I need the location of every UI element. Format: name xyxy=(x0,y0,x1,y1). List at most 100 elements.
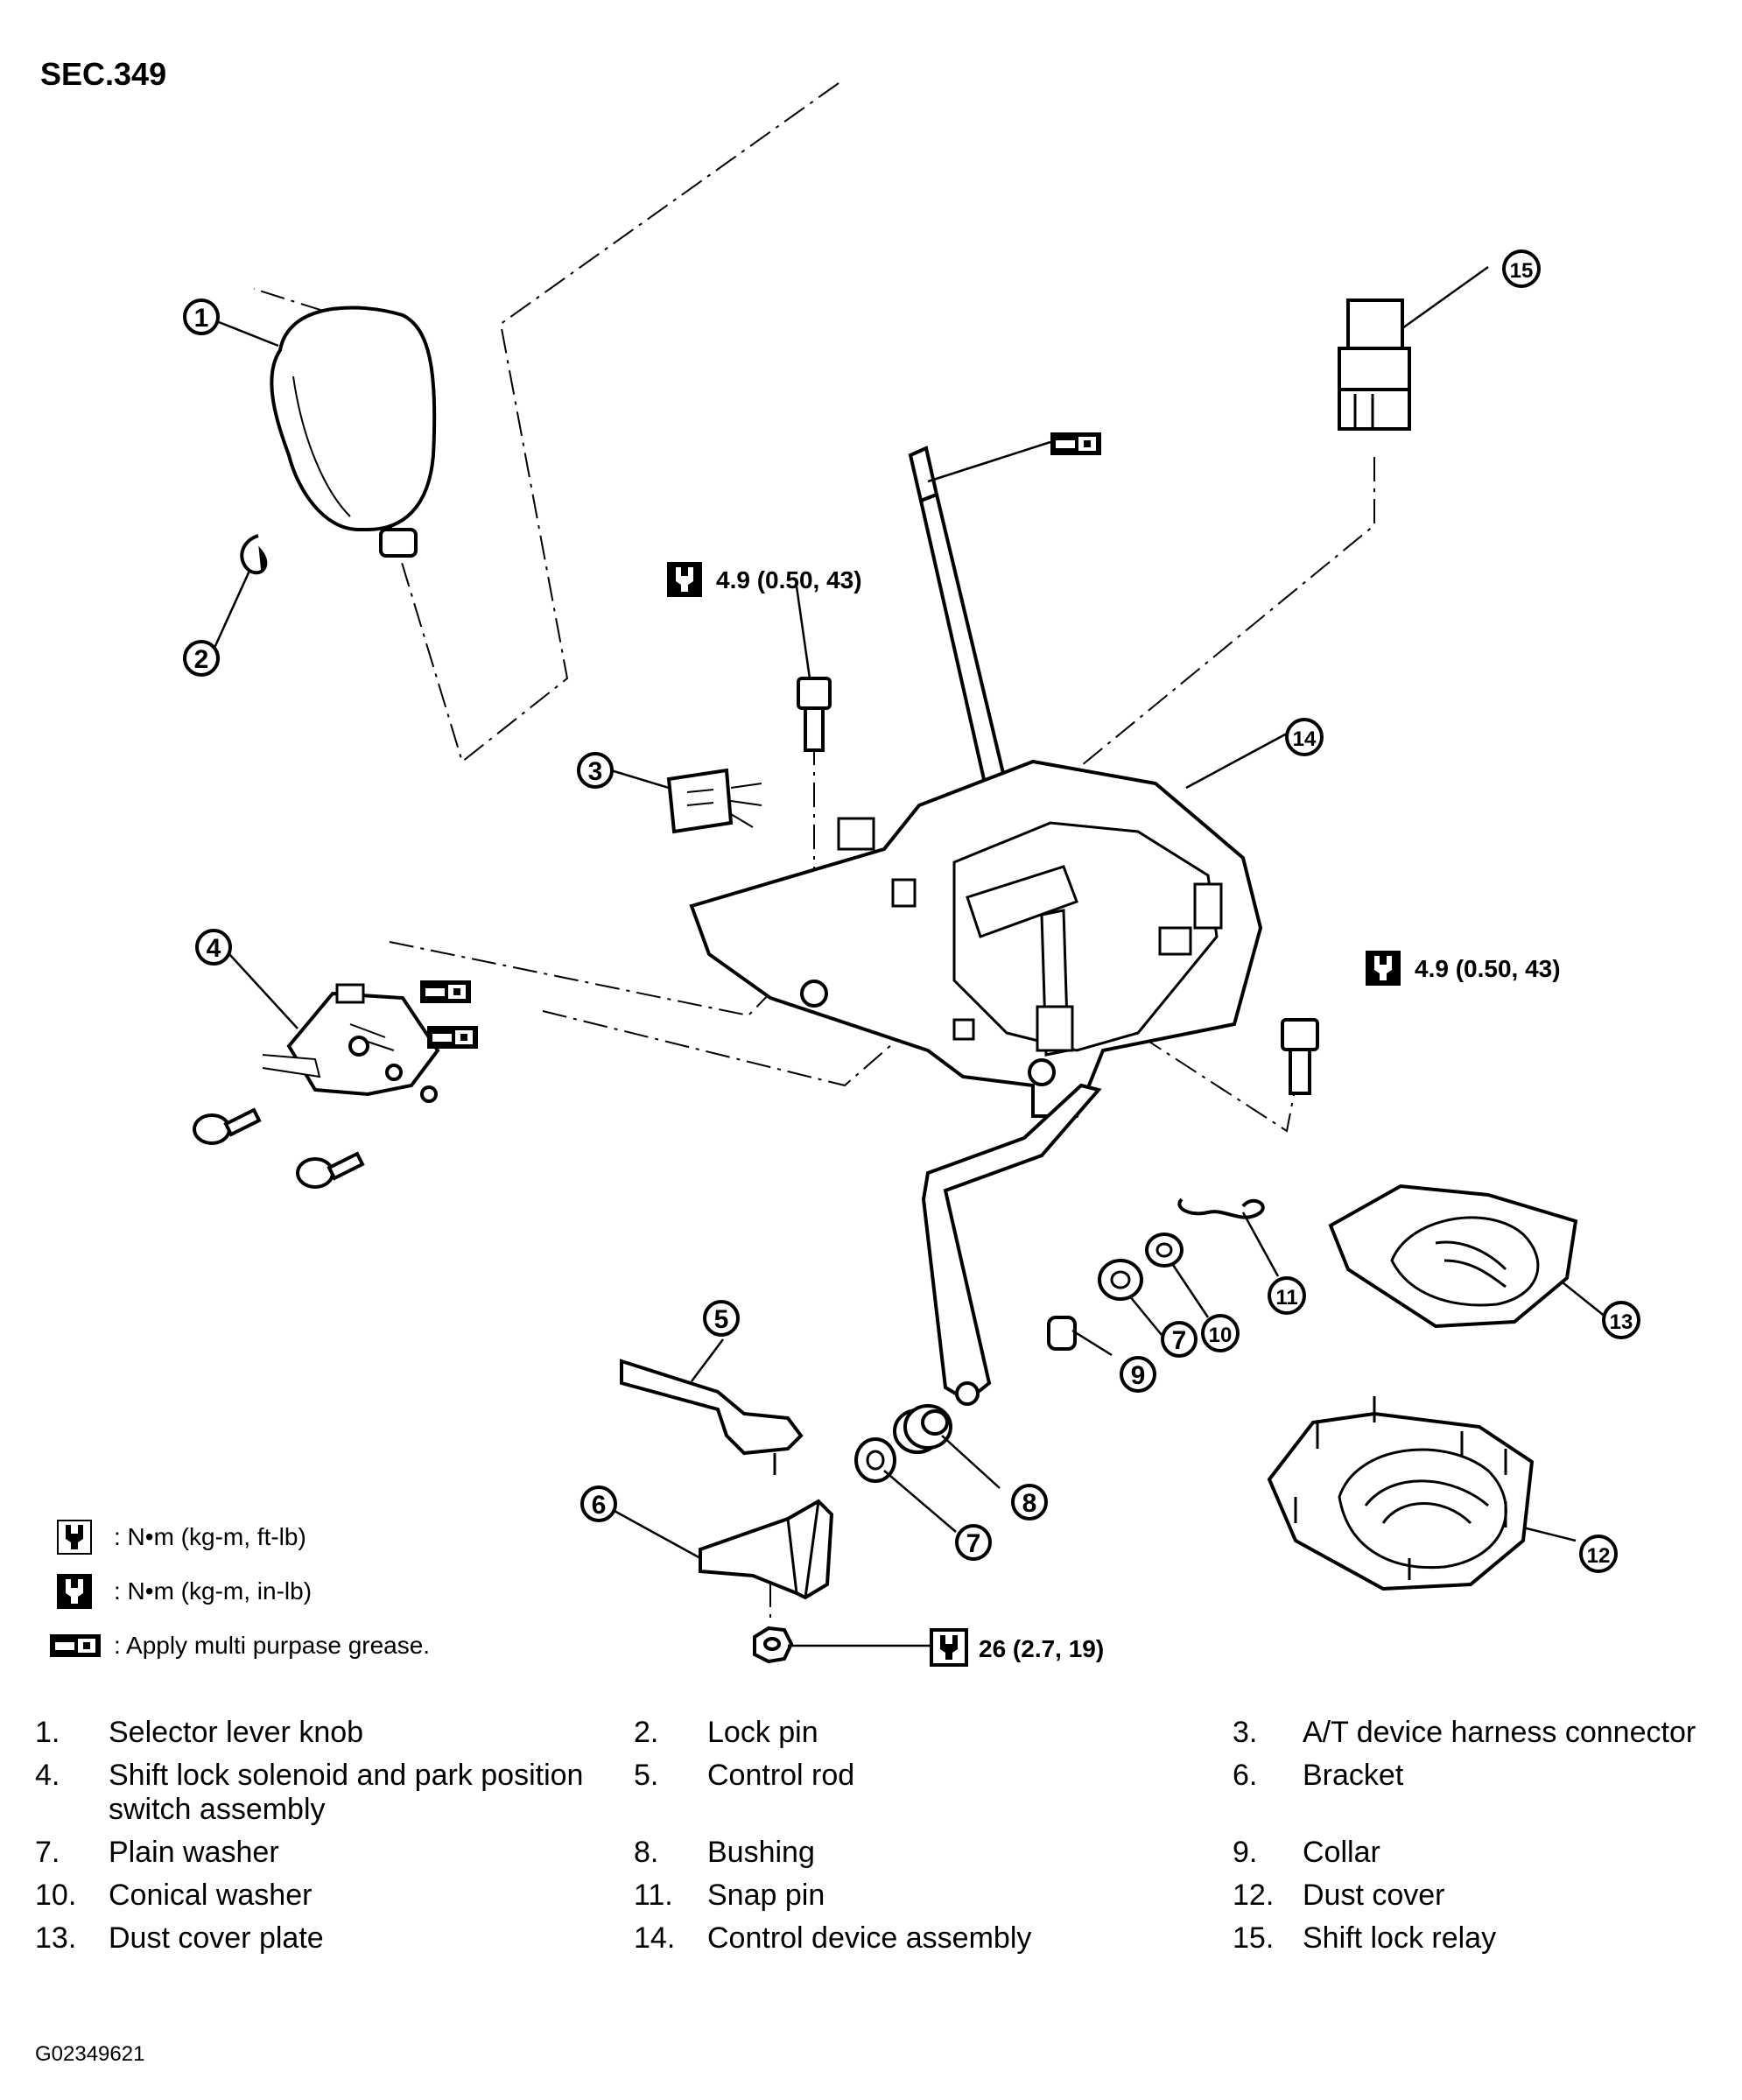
svg-text:4.9 (0.50, 43): 4.9 (0.50, 43) xyxy=(716,566,862,593)
callout-7-upper: 7 xyxy=(1161,1321,1198,1358)
part-name: Shift lock relay xyxy=(1303,1921,1497,1955)
exploded-diagram: 1 2 3 4 5 6 7 7 8 9 10 11 12 13 14 xyxy=(183,82,1640,1667)
legend-text: : N•m (kg-m, in-lb) xyxy=(114,1577,313,1605)
part-number: 3. xyxy=(1233,1716,1258,1749)
part-name: Conical washer xyxy=(109,1879,313,1912)
bracket xyxy=(699,1499,834,1600)
part-name: Dust cover xyxy=(1303,1879,1445,1912)
callout-9: 9 xyxy=(1120,1356,1156,1393)
control-rod xyxy=(620,1359,804,1475)
part-name: Dust cover plate xyxy=(109,1921,324,1955)
torque-spec-upper: 4.9 (0.50, 43) xyxy=(667,562,862,597)
solenoid-screw-2 xyxy=(296,1151,365,1189)
snap-pin xyxy=(1177,1197,1265,1219)
callout-5: 5 xyxy=(703,1300,740,1337)
right-bolt xyxy=(1281,1018,1319,1095)
svg-text:5: 5 xyxy=(714,1305,729,1334)
relay-reference-line xyxy=(1032,457,1375,806)
parts-list: 1. Selector lever knob 2. Lock pin 3. A/… xyxy=(35,1716,1716,1956)
part-name: Lock pin xyxy=(707,1716,818,1749)
part-name: Control rod xyxy=(707,1759,855,1792)
grease-icon xyxy=(47,1628,103,1663)
part-name: Bracket xyxy=(1303,1759,1404,1792)
torque-ft-lb-icon xyxy=(930,1628,968,1667)
torque-spec-nut: 26 (2.7, 19) xyxy=(930,1628,1104,1667)
legend-text: : Apply multi purpase grease. xyxy=(114,1632,431,1659)
part-name: Bushing xyxy=(707,1836,815,1869)
selector-lever-knob xyxy=(270,306,437,558)
part-number: 11. xyxy=(634,1879,673,1912)
part-number: 4. xyxy=(35,1759,60,1792)
svg-text:14: 14 xyxy=(1293,727,1317,751)
legend-row: : Apply multi purpase grease. xyxy=(50,1619,431,1673)
dust-cover xyxy=(1267,1396,1535,1591)
grease-icon xyxy=(1050,432,1101,455)
lever-arm xyxy=(921,1083,1102,1406)
svg-text:6: 6 xyxy=(592,1491,607,1520)
callout-14: 14 xyxy=(1285,718,1324,756)
part-name: Shift lock solenoid and park position sw… xyxy=(109,1759,584,1826)
part-name: A/T device harness connector xyxy=(1303,1716,1696,1749)
upper-bolt xyxy=(797,677,832,752)
part-name: Plain washer xyxy=(109,1836,279,1869)
callout-10: 10 xyxy=(1201,1314,1240,1352)
callout-15: 15 xyxy=(1502,249,1541,288)
solenoid-screw-1 xyxy=(193,1107,262,1145)
part-name: Control device assembly xyxy=(707,1921,1032,1955)
shift-lock-solenoid xyxy=(262,983,440,1103)
svg-text:4: 4 xyxy=(207,934,221,963)
part-number: 15. xyxy=(1233,1921,1275,1955)
callout-8: 8 xyxy=(1011,1484,1048,1521)
legend-row: : N•m (kg-m, in-lb) xyxy=(54,1564,430,1619)
grease-icon xyxy=(420,980,471,1003)
svg-text:26 (2.7, 19): 26 (2.7, 19) xyxy=(979,1635,1104,1662)
part-number: 5. xyxy=(634,1759,659,1792)
part-number: 13. xyxy=(35,1921,77,1955)
part-number: 1. xyxy=(35,1716,60,1749)
svg-text:9: 9 xyxy=(1131,1361,1146,1390)
callout-3: 3 xyxy=(577,752,614,789)
shift-lock-relay xyxy=(1338,298,1411,431)
svg-text:12: 12 xyxy=(1587,1544,1611,1568)
callouts: 1 2 3 4 5 6 7 7 8 9 10 11 12 13 14 xyxy=(183,249,1640,1573)
svg-text:2: 2 xyxy=(194,645,209,674)
part-number: 8. xyxy=(634,1836,659,1869)
callout-12: 12 xyxy=(1579,1535,1618,1573)
part-name: Snap pin xyxy=(707,1879,825,1912)
svg-text:3: 3 xyxy=(588,757,603,786)
lock-pin xyxy=(240,534,268,575)
callout-11: 11 xyxy=(1268,1276,1306,1315)
legend-text: : N•m (kg-m, ft-lb) xyxy=(114,1523,306,1550)
part-number: 6. xyxy=(1233,1759,1258,1792)
part-number: 14. xyxy=(634,1921,676,1955)
grease-icon xyxy=(427,1026,478,1049)
callout-2: 2 xyxy=(183,640,220,677)
svg-text:15: 15 xyxy=(1510,259,1534,283)
control-device-assembly xyxy=(689,759,1263,1118)
part-number: 12. xyxy=(1233,1879,1275,1912)
legend: : N•m (kg-m, ft-lb) : N•m (kg-m, in-lb) … xyxy=(50,1510,431,1673)
svg-text:4.9 (0.50, 43): 4.9 (0.50, 43) xyxy=(1415,955,1561,982)
torque-in-lb-icon xyxy=(667,562,702,597)
bracket-nut xyxy=(753,1626,794,1664)
svg-text:11: 11 xyxy=(1275,1286,1297,1310)
svg-text:10: 10 xyxy=(1209,1324,1233,1347)
torque-in-lb-icon xyxy=(54,1574,95,1609)
callout-4: 4 xyxy=(195,929,232,966)
callout-1: 1 xyxy=(183,298,220,335)
part-number: 2. xyxy=(634,1716,659,1749)
selector-lever-rod xyxy=(908,446,1009,797)
svg-text:7: 7 xyxy=(966,1529,981,1558)
part-number: 9. xyxy=(1233,1836,1258,1869)
part-name: Collar xyxy=(1303,1836,1380,1869)
svg-text:13: 13 xyxy=(1610,1310,1633,1334)
harness-connector xyxy=(666,768,762,834)
callout-13: 13 xyxy=(1602,1301,1640,1339)
figure-code: G02349621 xyxy=(35,2042,145,2066)
svg-text:1: 1 xyxy=(194,304,209,333)
svg-text:7: 7 xyxy=(1172,1326,1187,1355)
callout-6: 6 xyxy=(580,1485,617,1522)
section-label: SEC.349 xyxy=(40,56,167,92)
dust-cover-plate xyxy=(1328,1183,1578,1329)
part-number: 10. xyxy=(35,1879,77,1912)
